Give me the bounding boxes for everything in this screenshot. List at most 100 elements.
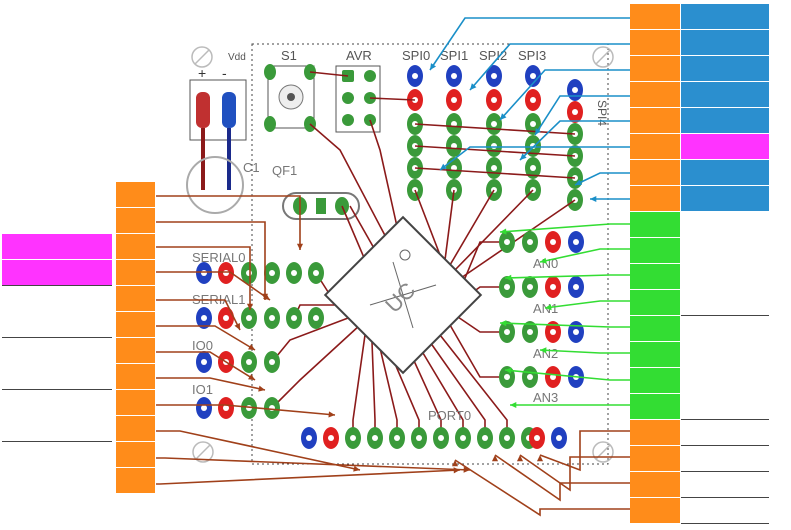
- arrow-head: [463, 466, 470, 473]
- left-arrow: [156, 351, 256, 381]
- port-divider: [681, 471, 769, 472]
- arrow-head: [575, 179, 582, 186]
- reset-switch: [264, 64, 316, 132]
- spi-pin-label: [681, 108, 769, 133]
- pad-hole: [527, 374, 533, 380]
- port-pin-number: [630, 498, 680, 523]
- serial0-label: SERIAL0: [192, 250, 245, 265]
- trace: [457, 199, 576, 281]
- analog-pin-number: [630, 264, 680, 289]
- pad-hole: [504, 284, 510, 290]
- arrow-head: [500, 228, 507, 235]
- trace: [454, 314, 507, 333]
- spi-pin-number: [630, 108, 680, 133]
- pad-hole: [572, 109, 578, 115]
- pad-hole: [201, 405, 207, 411]
- left-divider: [2, 441, 112, 442]
- spi-pin-label: [681, 160, 769, 185]
- spi-pin-number: [630, 4, 680, 29]
- pad-hole: [572, 87, 578, 93]
- pad-hole: [306, 435, 312, 441]
- top-right-arrow: [429, 17, 630, 71]
- arrow-head: [500, 320, 507, 327]
- mounting-holes: [191, 46, 614, 463]
- left-arrow: [156, 246, 251, 310]
- top-right-arrow: [469, 43, 630, 91]
- left-arrow: [156, 271, 271, 301]
- arrow-head: [430, 63, 437, 70]
- port-arrow: [539, 430, 630, 472]
- pad-hole: [269, 270, 275, 276]
- pad-hole: [460, 435, 466, 441]
- arrow-head: [516, 455, 524, 462]
- pad-hole: [412, 73, 418, 79]
- left-pin-label: [2, 364, 112, 389]
- pad-hole: [246, 359, 252, 365]
- pad-hole: [530, 165, 536, 171]
- pad-hole: [491, 97, 497, 103]
- arrow-head: [263, 293, 270, 300]
- left-arrow: [156, 469, 461, 485]
- pad-hole: [527, 284, 533, 290]
- top-right-arrow: [439, 146, 630, 171]
- pad-hole: [313, 315, 319, 321]
- pad-hole: [491, 121, 497, 127]
- port-divider: [681, 497, 769, 498]
- left-pin-number: [116, 364, 155, 389]
- pad-hole: [491, 165, 497, 171]
- left-pin-number: [116, 390, 155, 415]
- pad-hole: [451, 73, 457, 79]
- left-pin-number: [116, 468, 155, 493]
- spi0-label: SPI0: [402, 48, 430, 63]
- trace: [371, 341, 376, 438]
- left-pin-label: [2, 390, 112, 415]
- pad-hole: [573, 329, 579, 335]
- left-pin-highlight: [2, 260, 112, 285]
- left-pin-number: [116, 442, 155, 467]
- s1-label: S1: [281, 48, 297, 63]
- arrow-head: [248, 344, 255, 350]
- spi-pin-label: [681, 82, 769, 107]
- arrow-head: [453, 467, 460, 474]
- arrow-head: [540, 257, 547, 264]
- port-pin-label: [681, 420, 769, 445]
- analog-arrow: [544, 300, 630, 309]
- arrows: [156, 17, 630, 517]
- trace: [271, 314, 357, 363]
- arrow-head: [590, 195, 597, 203]
- spi-pin-number: [630, 30, 680, 55]
- spi-pin-label: [681, 30, 769, 55]
- trace: [409, 351, 442, 438]
- analog-arrow: [504, 274, 630, 279]
- pad-hole: [416, 435, 422, 441]
- minus-label: -: [222, 65, 227, 81]
- arrow-head: [296, 243, 304, 250]
- left-divider: [2, 285, 112, 286]
- an3-label: AN3: [533, 390, 558, 405]
- analog-arrow: [499, 223, 630, 233]
- port0-label: PORT0: [428, 408, 471, 423]
- arrow-head: [536, 455, 544, 462]
- analog-pin-number: [630, 212, 680, 237]
- pad-hole: [573, 239, 579, 245]
- pad-hole: [530, 121, 536, 127]
- port-pin-number: [630, 472, 680, 497]
- pad-hole: [246, 270, 252, 276]
- spi2-label: SPI2: [479, 48, 507, 63]
- pad-hole: [394, 435, 400, 441]
- left-arrow: [156, 299, 241, 331]
- analog-divider: [681, 315, 769, 316]
- analog-pin-number: [630, 342, 680, 367]
- trace: [352, 334, 366, 438]
- io1-label: IO1: [192, 382, 213, 397]
- plus-label: +: [198, 65, 206, 81]
- analog-pin-label: [681, 238, 769, 263]
- spi-pin-label: [681, 4, 769, 29]
- spi-pin-label: [681, 186, 769, 211]
- pad-hole: [201, 315, 207, 321]
- arrow-head: [535, 128, 541, 135]
- trace: [309, 123, 391, 246]
- pad-hole: [556, 435, 562, 441]
- c1-label: C1: [243, 160, 260, 175]
